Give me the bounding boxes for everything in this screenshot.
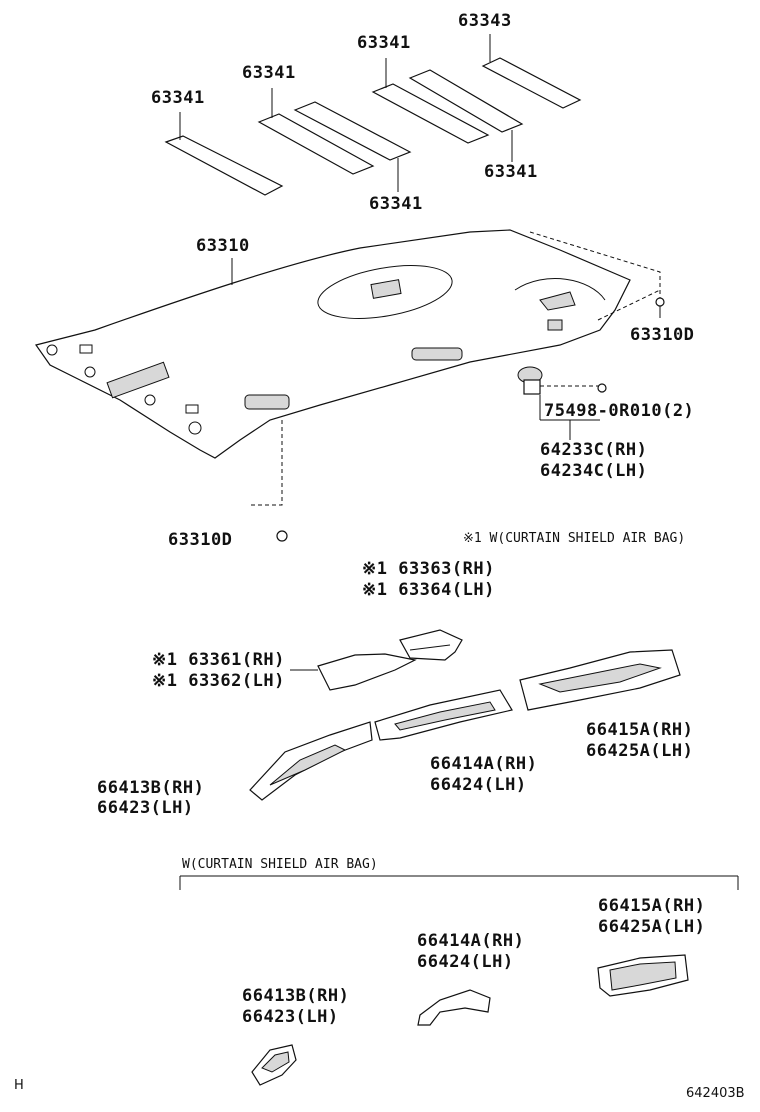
- headliner-63310: [35, 229, 631, 459]
- label-pad-63343: 63343: [458, 11, 512, 31]
- label-lower-66414A: 66414A(RH): [417, 931, 525, 951]
- part-66415A: [519, 649, 681, 711]
- label-assist-rh: 64233C(RH): [540, 440, 648, 460]
- label-pad-63341-d: 63341: [242, 63, 296, 83]
- label-pad-63341-e: 63341: [151, 88, 205, 108]
- label-lower-66413B: 66413B(RH): [242, 986, 350, 1006]
- pad-63341-c: [293, 101, 412, 192]
- label-66425A: 66425A(LH): [586, 741, 694, 761]
- label-clip-right: 63310D: [630, 325, 695, 345]
- assist-grip: [517, 366, 607, 440]
- label-66424: 66424(LH): [430, 775, 527, 795]
- label-66415A: 66415A(RH): [586, 720, 694, 740]
- part-66413B-lower: [251, 1044, 297, 1086]
- label-lower-66424: 66424(LH): [417, 952, 514, 972]
- pad-63341-b: [371, 58, 490, 144]
- part-63361: [290, 653, 417, 691]
- clip-right: [655, 297, 665, 318]
- pad-63341-d: [257, 88, 375, 175]
- label-lower-66425A: 66425A(LH): [598, 917, 706, 937]
- label-66414A: 66414A(RH): [430, 754, 538, 774]
- label-66413B: 66413B(RH): [97, 778, 205, 798]
- label-pad-63341-c: 63341: [369, 194, 423, 214]
- part-66413B: [249, 721, 373, 801]
- clip-left: [276, 530, 288, 542]
- pad-63341-e: [164, 112, 284, 196]
- label-66423: 66423(LH): [97, 798, 194, 818]
- part-63363: [399, 629, 463, 661]
- pad-63341-a: [408, 69, 524, 162]
- label-clip-left: 63310D: [168, 530, 233, 550]
- part-66414A: [374, 689, 513, 741]
- label-lower-66415A: 66415A(RH): [598, 896, 706, 916]
- lower-group-title: W(CURTAIN SHIELD AIR BAG): [182, 857, 378, 872]
- label-63363: ※1 63363(RH): [362, 559, 495, 579]
- label-63361: ※1 63361(RH): [152, 650, 285, 670]
- part-66414A-lower: [417, 989, 491, 1026]
- label-assist-lh: 64234C(LH): [540, 461, 648, 481]
- note-curtain-shield: ※1 W(CURTAIN SHIELD AIR BAG): [463, 531, 686, 546]
- label-headliner: 63310: [196, 236, 250, 256]
- figure-code: 642403B: [686, 1086, 745, 1101]
- label-lower-66423: 66423(LH): [242, 1007, 339, 1027]
- label-assist-clip: 75498-0R010(2): [544, 401, 695, 421]
- label-pad-63341-b: 63341: [357, 33, 411, 53]
- part-66415A-lower: [597, 954, 689, 997]
- label-63362: ※1 63362(LH): [152, 671, 285, 691]
- label-63364: ※1 63364(LH): [362, 580, 495, 600]
- pad-63343: [481, 34, 582, 109]
- corner-mark: H: [14, 1078, 24, 1093]
- label-pad-63341-a: 63341: [484, 162, 538, 182]
